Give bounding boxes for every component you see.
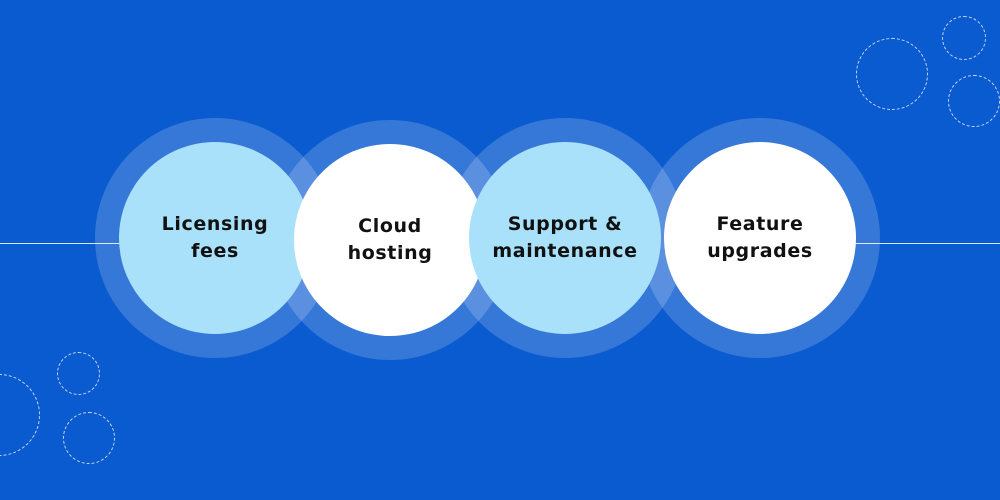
node-label: Feature upgrades — [707, 213, 813, 262]
decorative-dashed-circle — [57, 352, 100, 395]
node-support-maintenance: Support & maintenance — [469, 142, 661, 334]
decorative-dashed-circle — [942, 16, 986, 60]
node-cloud-hosting: Cloud hosting — [294, 144, 486, 336]
node-label: Licensing fees — [161, 213, 269, 262]
connector-line-right — [855, 243, 1000, 244]
decorative-dashed-circle — [948, 75, 1000, 127]
node-feature-upgrades: Feature upgrades — [664, 142, 856, 334]
decorative-dashed-circle — [0, 374, 40, 456]
connector-line-left — [0, 243, 125, 244]
node-label: Support & maintenance — [492, 213, 638, 262]
decorative-dashed-circle — [63, 412, 115, 464]
decorative-dashed-circle — [856, 38, 928, 110]
node-label: Cloud hosting — [347, 215, 433, 264]
node-licensing-fees: Licensing fees — [119, 142, 311, 334]
